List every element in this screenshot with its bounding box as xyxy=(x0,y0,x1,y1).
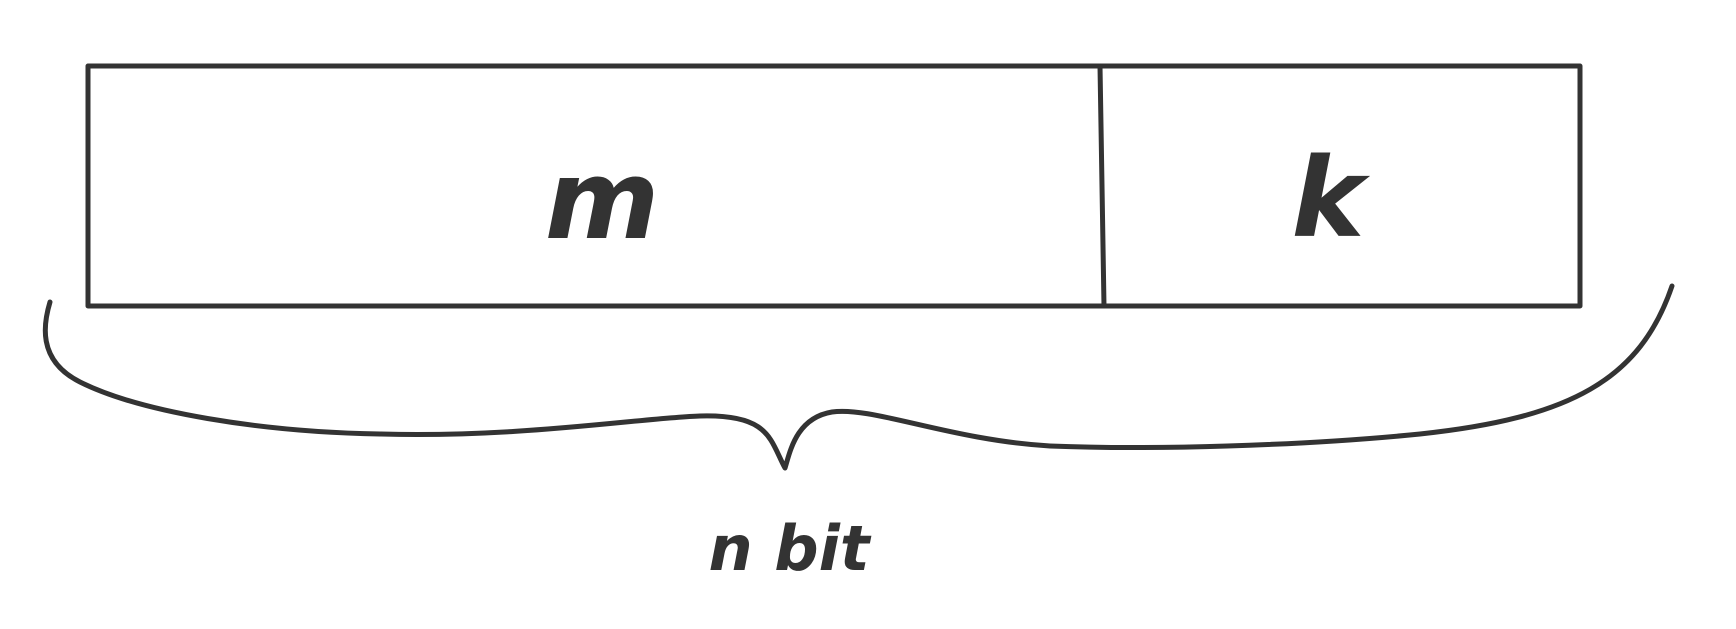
field-k: k xyxy=(1291,134,1370,262)
field-divider xyxy=(1097,63,1107,309)
field-m-label: m xyxy=(545,136,660,264)
field-k-label: k xyxy=(1291,134,1370,262)
brace-label: n bit xyxy=(709,512,872,585)
field-m: m xyxy=(545,136,660,264)
register-box xyxy=(85,63,1583,309)
width-brace xyxy=(42,283,1675,471)
